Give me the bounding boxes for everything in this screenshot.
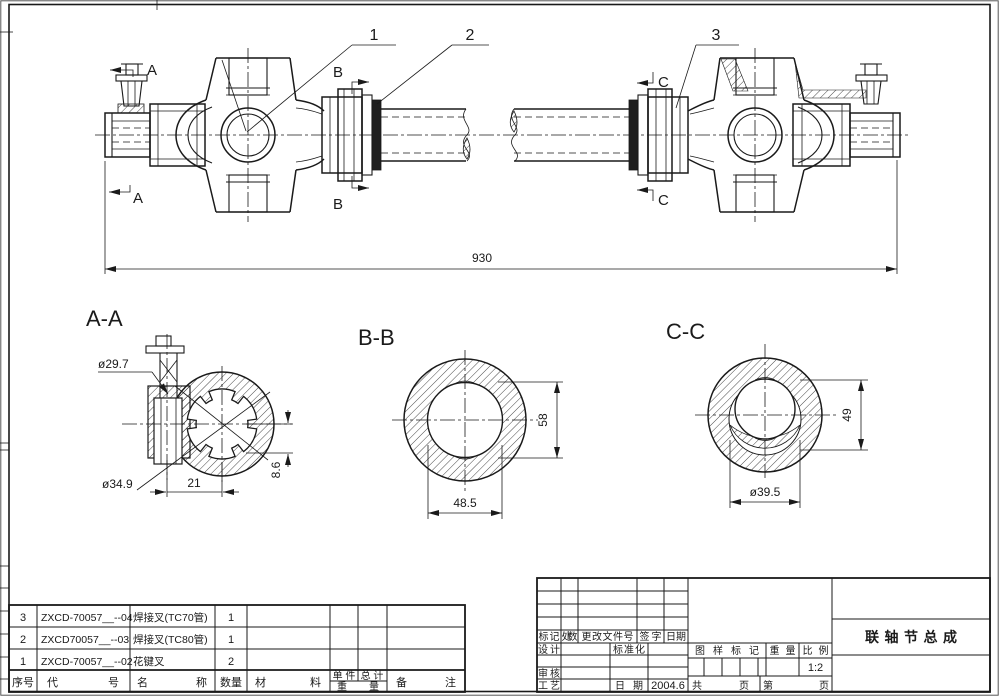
right-yoke — [713, 48, 867, 222]
scale-label: 比 例 — [803, 644, 829, 657]
row1-qty: 2 — [228, 656, 234, 668]
row2-qty: 1 — [228, 634, 234, 646]
sheet-page2-label: 页 — [819, 680, 829, 692]
rev-count-label: 处数 — [562, 630, 578, 643]
callout-1: 1 — [370, 27, 379, 44]
weight-label: 重 量 — [770, 644, 796, 657]
row2-name: 焊接叉(TC80管) — [133, 633, 208, 646]
section-b-marks: B B — [333, 64, 369, 213]
dim-58: 58 — [536, 413, 550, 427]
header-material: 材 料 — [255, 675, 321, 689]
right-spline-stub — [849, 112, 901, 158]
sheet-page-label: 页 — [739, 680, 749, 692]
row2-code: ZXCD70057__--03 — [41, 634, 129, 646]
title-block-left-labels: 标记 处数 更改文件号 签 字 日期 设 计 标准化 审 核 工 艺 日 期 2… — [538, 630, 686, 692]
stamp-label: 图 样 标 记 — [695, 644, 759, 657]
left-grease-fitting — [115, 63, 148, 114]
section-a-label-bottom: A — [133, 190, 143, 207]
callout-3: 3 — [712, 27, 721, 44]
scale-value: 1:2 — [808, 662, 823, 674]
date-value: 2004.6 — [651, 680, 685, 692]
header-weight: 重 量 — [337, 680, 379, 693]
sheet-total-label: 共 — [692, 680, 702, 692]
cross-pin — [153, 397, 183, 465]
left-taper — [295, 99, 325, 171]
left-seal — [371, 99, 382, 171]
row3-code: ZXCD-70057__--04 — [41, 612, 133, 624]
parts-table-header: 序号 代 号 名 称 数量 材 料 单 件 总 计 重 量 备 注 — [12, 669, 456, 693]
section-aa-dims: ø29.7 ø34.9 21 8.6 — [98, 357, 293, 497]
section-aa-title: A-A — [86, 306, 123, 331]
section-bb-dims: 58 48.5 — [427, 381, 563, 519]
dim-pin-dia: ø29.7 — [98, 357, 129, 371]
row2-no: 2 — [20, 634, 26, 646]
section-bb-title: B-B — [358, 325, 395, 350]
sheet-no-label: 第 — [763, 679, 773, 692]
section-aa-fitting — [145, 335, 185, 398]
dim-bore-dia: ø34.9 — [102, 477, 133, 491]
section-cc-title: C-C — [666, 319, 705, 344]
left-hub — [149, 103, 206, 167]
row3-no: 3 — [20, 612, 26, 624]
dim-485: 48.5 — [453, 496, 477, 510]
left-yoke — [175, 48, 297, 222]
section-cc-view: C-C 49 ø39.5 — [666, 319, 868, 508]
section-b-label-bottom: B — [333, 196, 343, 213]
header-remark: 备 注 — [396, 675, 456, 689]
section-b-label-top: B — [333, 64, 343, 81]
design-label: 设 计 — [538, 643, 560, 656]
right-seal — [628, 99, 639, 171]
section-aa-view: A-A ø29.7 ø34.9 21 — [86, 306, 293, 497]
dim-49: 49 — [840, 408, 854, 422]
audit-label: 审 核 — [538, 667, 560, 680]
drawing-title: 联轴节总成 — [865, 629, 957, 645]
table-row: 2 ZXCD70057__--03 焊接叉(TC80管) 1 — [20, 633, 234, 646]
rev-mark-label: 标记 — [539, 631, 560, 643]
rev-date-label: 日期 — [666, 631, 686, 643]
tube — [381, 108, 629, 162]
right-taper — [687, 99, 715, 171]
title-block: 标记 处数 更改文件号 签 字 日期 设 计 标准化 审 核 工 艺 日 期 2… — [536, 577, 991, 693]
table-row: 3 ZXCD-70057__--04 焊接叉(TC70管) 1 — [20, 611, 234, 624]
section-a-label-top: A — [147, 62, 157, 79]
section-c-label-bottom: C — [658, 192, 669, 209]
rev-sign-label: 签 字 — [640, 630, 662, 643]
header-unit-weight: 单 件 — [333, 670, 356, 682]
header-qty: 数量 — [220, 676, 242, 689]
callouts: 1 2 3 — [246, 27, 739, 133]
row1-name: 花键叉 — [133, 655, 165, 668]
section-c-label-top: C — [658, 74, 669, 91]
left-collar — [321, 88, 382, 182]
right-collar — [628, 88, 689, 182]
process-label: 工 艺 — [538, 680, 560, 692]
row1-code: ZXCD-70057__--02 — [41, 656, 133, 668]
callout-2: 2 — [466, 27, 475, 44]
header-name: 名 称 — [137, 675, 207, 689]
dim-width-21: 21 — [187, 476, 201, 490]
section-c-marks: C C — [637, 72, 669, 209]
dim-offset-86: 8.6 — [269, 461, 283, 478]
header-code: 代 号 — [47, 676, 119, 689]
assembly-view: A A — [95, 27, 908, 274]
table-row: 1 ZXCD-70057__--02 花键叉 2 — [20, 655, 234, 668]
rev-doc-label: 更改文件号 — [582, 630, 634, 643]
date-label: 日 期 — [615, 680, 643, 692]
section-cc-dims: 49 ø39.5 — [729, 379, 868, 508]
row3-name: 焊接叉(TC70管) — [133, 611, 208, 624]
right-grease-fitting — [855, 63, 888, 105]
standardize-label: 标准化 — [613, 643, 645, 656]
overall-dimension-text: 930 — [472, 251, 492, 265]
overall-dimension: 930 — [104, 160, 898, 274]
parts-table-rows: 3 ZXCD-70057__--04 焊接叉(TC70管) 1 2 ZXCD70… — [20, 611, 234, 668]
header-no: 序号 — [12, 675, 34, 689]
header-total-weight: 总 计 — [361, 669, 384, 682]
dim-395: ø39.5 — [750, 485, 781, 499]
section-a-marks: A A — [109, 62, 157, 207]
section-bb-view: B-B 58 48.5 — [358, 325, 563, 519]
row3-qty: 1 — [228, 612, 234, 624]
row1-no: 1 — [20, 656, 26, 668]
parts-table: 序号 代 号 名 称 数量 材 料 单 件 总 计 重 量 备 注 3 ZXCD… — [8, 604, 466, 693]
